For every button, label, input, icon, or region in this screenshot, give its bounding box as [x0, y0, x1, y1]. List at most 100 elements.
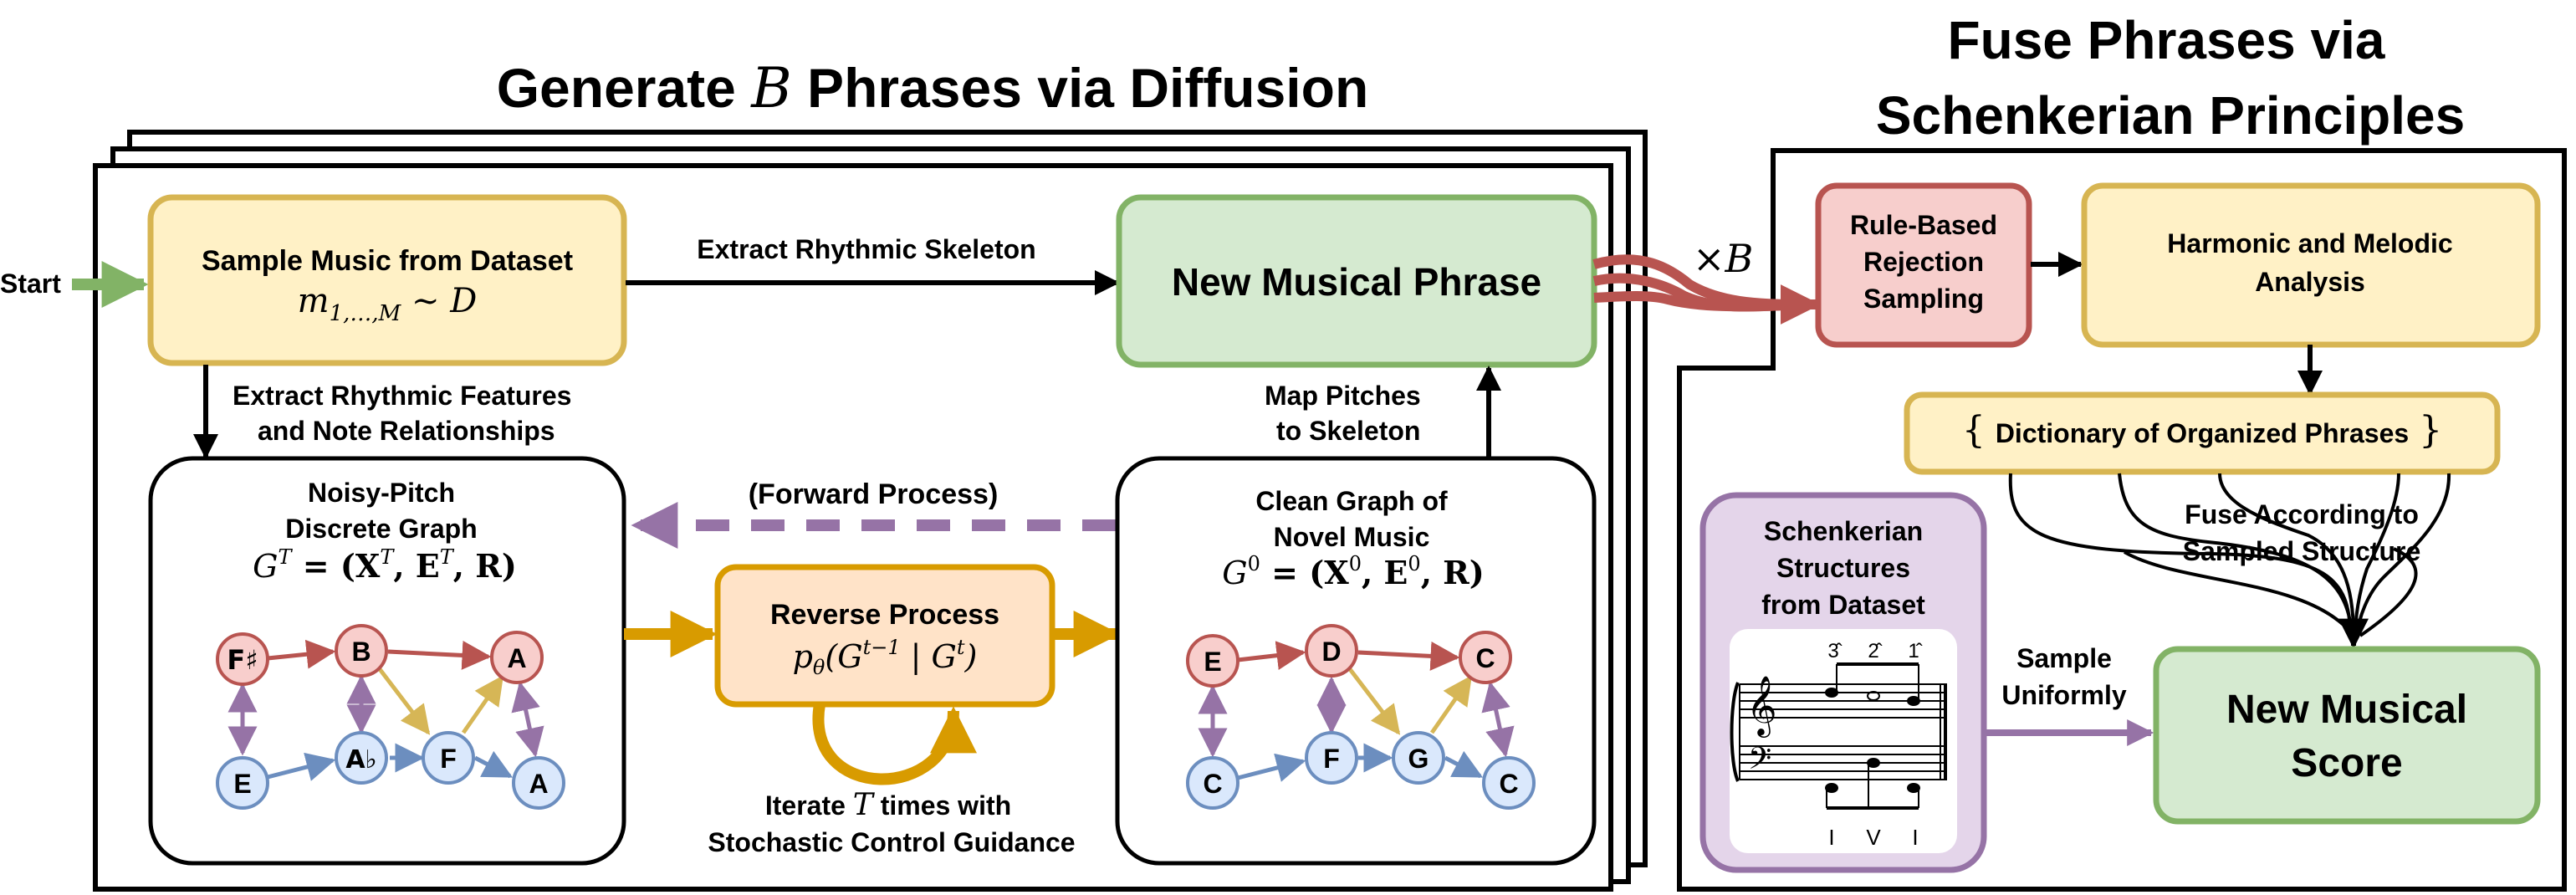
clean-node-bottom-1: [1186, 756, 1239, 810]
schenkerian-line2: Structures: [1776, 553, 1910, 583]
clean-node-top-2: [1305, 624, 1358, 678]
rejection-line3: Sampling: [1863, 284, 1984, 314]
new-score-line2: Score: [2291, 741, 2402, 785]
clean-edge-d-c: [1357, 641, 1460, 671]
noisy-node-bottom-1: [216, 756, 269, 810]
fuse-label-line2: Sampled Structure: [2183, 536, 2421, 566]
clean-node-bottom-3: [1392, 731, 1445, 785]
iterate-label-line1: Iterate T times with: [765, 788, 1011, 822]
clean-edge-d-g: [1348, 667, 1401, 735]
noisy-node-top-3: [490, 631, 544, 684]
schenkerian-line3: from Dataset: [1761, 590, 1925, 620]
sample-uniformly-line2: Uniformly: [2001, 680, 2127, 710]
clean-node-bottom-3-label: G: [1408, 744, 1429, 774]
schenkerian-line1: Schenkerian: [1764, 516, 1923, 546]
clean-node-top-3: [1459, 631, 1512, 684]
clean-node-bottom-4: [1482, 756, 1536, 810]
sample-uniformly-line1: Sample: [2016, 643, 2112, 673]
reverse-process-formula: pθ(Gt−1 | Gt): [793, 636, 978, 679]
fuse-curves: [2008, 473, 2451, 637]
start-label: Start: [0, 268, 61, 299]
svg-text:3̂: 3̂: [1827, 640, 1842, 662]
clean-node-bottom-2-label: F: [1323, 744, 1340, 774]
clean-graph-nodes: E D C C F G C: [1186, 624, 1536, 810]
noisy-graph-line1: Noisy-Pitch: [308, 478, 455, 508]
clean-node-top-2-label: D: [1321, 637, 1341, 667]
noisy-node-top-2: [335, 624, 388, 678]
score-staff: [1730, 682, 1947, 782]
noisy-edge-a-a: [511, 681, 544, 758]
clean-edge-c-f: [1237, 753, 1306, 782]
noisy-node-top-3-label: A: [507, 643, 526, 673]
roman-numerals: I V I: [1828, 825, 1918, 850]
clean-graph-line2: Novel Music: [1274, 522, 1430, 552]
dictionary-box: [1904, 391, 2501, 475]
iterate-loop-arrow: [812, 703, 977, 785]
forward-process-label: (Forward Process): [749, 478, 999, 510]
bass-clef-icon: 𝄢: [1748, 741, 1771, 784]
multiplier-arrows: [1592, 254, 1814, 312]
noisy-edge-b-a: [387, 640, 492, 670]
reverse-process-label: Reverse Process: [770, 599, 999, 631]
clean-node-top-3-label: C: [1475, 643, 1495, 673]
noisy-node-top-1: [216, 632, 269, 686]
clean-edge-c-c: [1481, 681, 1515, 758]
noisy-edge-b-f: [378, 667, 431, 735]
clean-node-bottom-1-label: C: [1203, 769, 1222, 799]
analysis-box: [2081, 182, 2541, 348]
right-panel-title-line1: Fuse Phrases via: [1948, 10, 2385, 70]
rejection-line2: Rejection: [1863, 247, 1984, 277]
clean-node-bottom-2: [1305, 731, 1358, 785]
clean-edge-e-d: [1237, 641, 1306, 670]
analysis-line2: Analysis: [2255, 267, 2365, 297]
extract-features-line1: Extract Rhythmic Features: [233, 381, 571, 411]
noisy-node-top-2-label: B: [351, 637, 371, 667]
new-score-box: [2153, 646, 2541, 825]
svg-text:2̂: 2̂: [1868, 640, 1882, 662]
svg-text:I: I: [1828, 825, 1834, 850]
noisy-node-top-1-label: F♯: [227, 644, 258, 676]
clean-edge-g-c-top: [1429, 675, 1473, 734]
svg-text:1̂: 1̂: [1908, 640, 1922, 662]
sample-music-formula: m1,…,M ∼ D: [298, 282, 478, 326]
noisy-edge-f-a: [473, 750, 514, 779]
noisy-edge-fs-b: [267, 639, 336, 669]
noisy-node-bottom-4-label: A: [529, 769, 548, 799]
new-phrase-label: New Musical Phrase: [1172, 260, 1541, 304]
noisy-node-bottom-1-label: E: [233, 769, 251, 799]
clean-graph-edges: [1198, 641, 1515, 782]
rejection-line1: Rule-Based: [1850, 210, 1997, 240]
noisy-graph-line2: Discrete Graph: [285, 514, 477, 544]
clean-node-top-1: [1186, 634, 1239, 688]
extract-skeleton-label: Extract Rhythmic Skeleton: [697, 234, 1035, 264]
noisy-node-bottom-2-label: A♭: [345, 745, 376, 775]
new-score-line1: New Musical: [2226, 688, 2467, 732]
iterate-label-line2: Stochastic Control Guidance: [708, 827, 1075, 857]
sample-music-box: [147, 194, 627, 366]
noisy-graph-nodes: F♯ B A E A♭ F A: [216, 624, 565, 810]
left-panel-title: Generate B Phrases via Diffusion: [497, 56, 1369, 120]
map-pitches-line1: Map Pitches: [1265, 381, 1421, 411]
analysis-line1: Harmonic and Melodic: [2167, 228, 2452, 258]
noisy-node-bottom-4: [512, 756, 565, 810]
multiplier-label: ×B: [1693, 236, 1753, 281]
score-notes: [1825, 662, 1920, 810]
scale-degrees: 3̂ 2̂ 1̂: [1827, 640, 1922, 662]
noisy-graph-formula: GT = (XT, ET, R): [253, 545, 517, 585]
clean-graph-line1: Clean Graph of: [1255, 486, 1448, 516]
noisy-node-bottom-2: [335, 731, 388, 785]
clean-graph-formula: G0 = (X0, E0, R): [1222, 552, 1484, 591]
map-pitches-line2: to Skeleton: [1276, 416, 1420, 446]
noisy-graph-edges: [227, 639, 544, 781]
noisy-node-bottom-3-label: F: [440, 744, 457, 774]
svg-text:I: I: [1912, 825, 1918, 850]
treble-clef-icon: 𝄞: [1746, 674, 1777, 738]
fuse-label-line1: Fuse According to: [2185, 499, 2419, 529]
svg-text:V: V: [1866, 825, 1881, 850]
noisy-edge-f-a-top: [461, 675, 504, 734]
clean-node-top-1-label: E: [1204, 647, 1221, 677]
rejection-sampling-box: [1815, 182, 2032, 348]
dictionary-label: {Dictionary of Organized Phrases}: [1962, 409, 2442, 452]
right-panel-title-line2: Schenkerian Principles: [1876, 85, 2465, 146]
